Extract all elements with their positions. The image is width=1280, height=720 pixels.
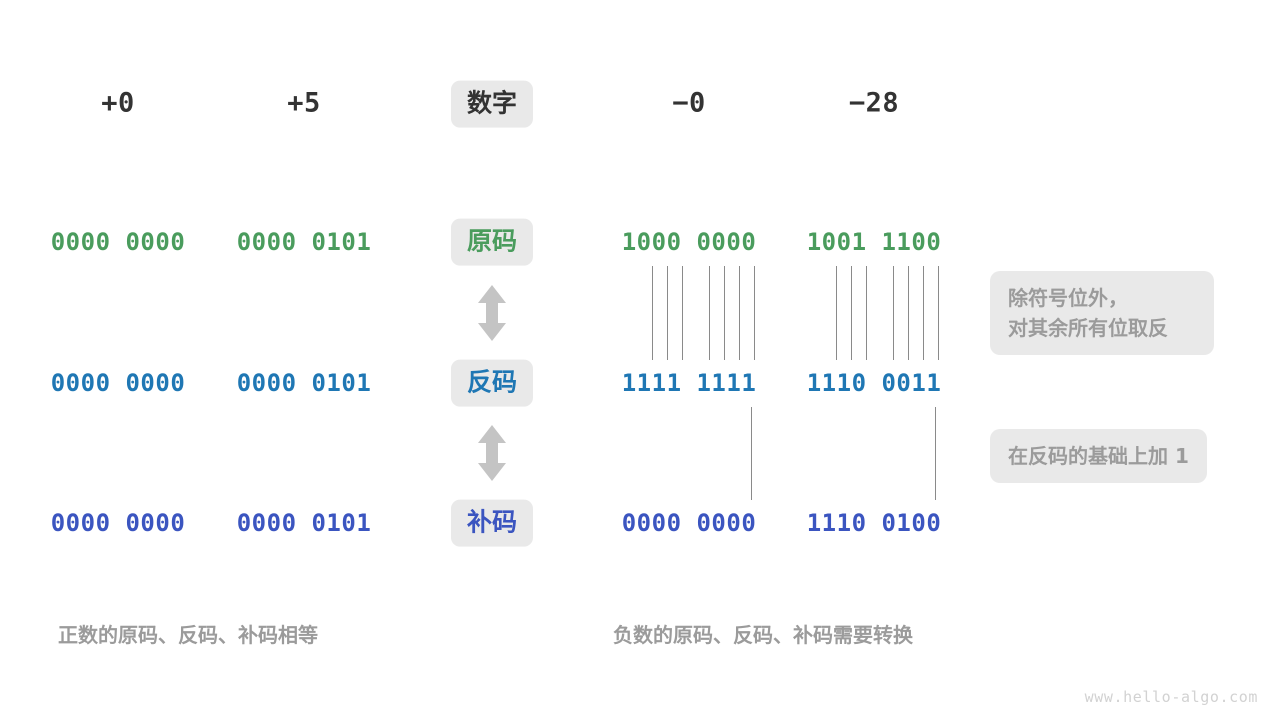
bits-fanma-plus-five: 0000 0101 — [236, 369, 372, 397]
connector-line — [751, 407, 752, 500]
connector-line — [754, 266, 755, 360]
connector-line — [893, 266, 894, 360]
caption-positive-numbers: 正数的原码、反码、补码相等 — [58, 623, 318, 647]
bits-buma-plus-zero: 0000 0000 — [50, 509, 186, 537]
pill-row-label-buma: 补码 — [450, 499, 534, 547]
double-arrow-icon-fanma-buma — [475, 424, 509, 482]
connector-line — [908, 266, 909, 360]
bits-yuanma-minus-zero: 1000 0000 — [621, 228, 757, 256]
pill-number-label: 数字 — [450, 80, 534, 128]
pill-row-label-yuanma: 原码 — [450, 218, 534, 266]
connector-line — [851, 266, 852, 360]
connector-line — [739, 266, 740, 360]
column-header-plus-zero: +0 — [101, 87, 135, 119]
connector-line — [667, 266, 668, 360]
bits-buma-minus-zero: 0000 0000 — [621, 509, 757, 537]
site-watermark: www.hello-algo.com — [1084, 688, 1258, 706]
bits-fanma-minus-zero: 1111 1111 — [621, 369, 757, 397]
column-header-minus-twentyeight: −28 — [848, 87, 900, 119]
connector-line — [682, 266, 683, 360]
note-add-one: 在反码的基础上加 1 — [990, 429, 1207, 483]
bits-yuanma-plus-zero: 0000 0000 — [50, 228, 186, 256]
connector-line — [709, 266, 710, 360]
bits-fanma-plus-zero: 0000 0000 — [50, 369, 186, 397]
bits-buma-plus-five: 0000 0101 — [236, 509, 372, 537]
note-invert-bits: 除符号位外， 对其余所有位取反 — [990, 271, 1214, 355]
bits-yuanma-minus-twentyeight: 1001 1100 — [806, 228, 942, 256]
connector-line — [652, 266, 653, 360]
connector-line — [866, 266, 867, 360]
bits-fanma-minus-twentyeight: 1110 0011 — [806, 369, 942, 397]
connector-line — [836, 266, 837, 360]
column-header-plus-five: +5 — [287, 87, 321, 119]
column-header-minus-zero: −0 — [672, 87, 706, 119]
bits-yuanma-plus-five: 0000 0101 — [236, 228, 372, 256]
double-arrow-icon-yuanma-fanma — [475, 284, 509, 342]
connector-line — [935, 407, 936, 500]
connector-line — [923, 266, 924, 360]
connector-line — [938, 266, 939, 360]
connector-line — [724, 266, 725, 360]
bits-buma-minus-twentyeight: 1110 0100 — [806, 509, 942, 537]
caption-negative-numbers: 负数的原码、反码、补码需要转换 — [613, 623, 913, 647]
pill-row-label-fanma: 反码 — [450, 359, 534, 407]
